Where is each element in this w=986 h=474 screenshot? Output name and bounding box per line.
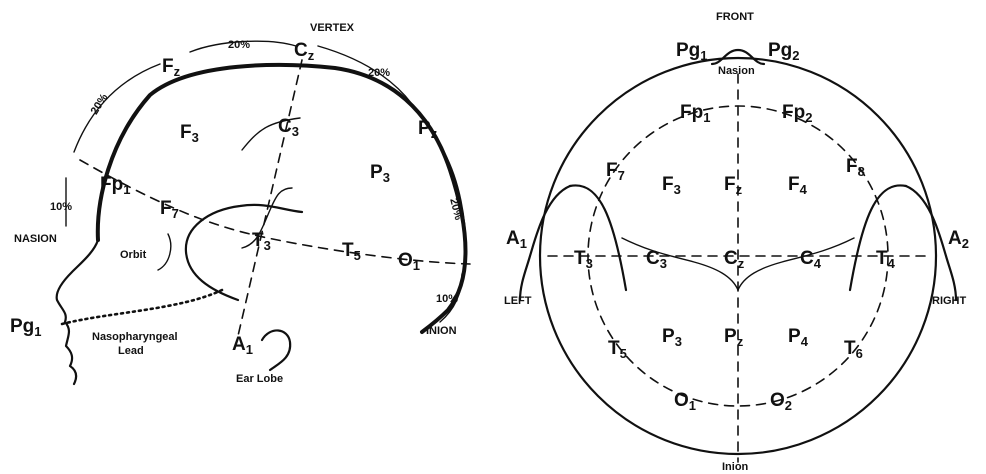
- electrode-cz-top: Cz: [724, 248, 745, 271]
- electrode-a1-side: A1: [232, 334, 253, 357]
- electrode-f7-top: F7: [606, 160, 625, 183]
- electrode-a2-top: A2: [948, 228, 969, 251]
- electrode-o2-top: O2: [770, 390, 792, 413]
- nasion-label-top: Nasion: [718, 65, 755, 77]
- lateral-dashed-line: [79, 159, 471, 265]
- electrode-f7-side: F7: [160, 198, 179, 221]
- ear-detail: [241, 117, 301, 249]
- electrode-cz-side: Cz: [294, 40, 315, 63]
- electrode-t5-top: T5: [608, 338, 627, 361]
- electrode-fz-side: Fz: [162, 56, 181, 79]
- left-label: LEFT: [504, 295, 532, 307]
- electrode-pg1-top: Pg1: [676, 40, 708, 63]
- nose-outline: [710, 48, 766, 66]
- central-curve-left: [621, 237, 739, 291]
- head-circle: [538, 56, 938, 456]
- vertex-label: VERTEX: [310, 22, 355, 34]
- left-ear: [518, 184, 572, 302]
- pct-o1-inion: 10%: [436, 293, 458, 305]
- head-profile-outline: [95, 62, 468, 334]
- ear-lobe-outline: [260, 329, 292, 372]
- pct-pz-o1: 20%: [447, 197, 464, 221]
- electrode-pz-side: Pz: [418, 118, 438, 141]
- nasopharyngeal-label-line-1: Nasopharyngeal: [92, 331, 178, 343]
- vertical-dashed-line: [237, 59, 303, 337]
- electrode-o1-top: O1: [674, 390, 696, 413]
- face-outline: [55, 238, 100, 386]
- electrode-c4-top: C4: [800, 248, 822, 271]
- left-ear-inner: [568, 184, 628, 292]
- arc-fz-cz: [189, 40, 297, 53]
- right-label: RIGHT: [932, 295, 967, 307]
- nasopharyngeal-label-line-2: Lead: [118, 345, 144, 357]
- arc-pz-o1: [443, 151, 467, 251]
- electrode-p4-top: P4: [788, 326, 809, 349]
- electrode-t3-side: T3: [252, 230, 271, 253]
- electrode-a1-top: A1: [506, 228, 527, 251]
- electrode-pz-top: Pz: [724, 326, 744, 349]
- electrode-f3-side: F3: [180, 122, 199, 145]
- electrode-fp1-side: Fp1: [100, 174, 130, 197]
- nasion-label: NASION: [14, 233, 57, 245]
- right-ear-inner: [848, 184, 908, 292]
- electrode-p3-side: P3: [370, 162, 390, 185]
- orbit-label: Orbit: [120, 249, 147, 261]
- electrode-t6-top: T6: [844, 338, 863, 361]
- electrode-t4-top: T4: [876, 248, 896, 271]
- central-curve-right: [737, 237, 855, 291]
- arc-o1-inion: [439, 273, 463, 323]
- pct-fp1-fz: 20%: [89, 92, 111, 117]
- front-label: FRONT: [716, 11, 754, 23]
- electrode-t5-side: T5: [342, 240, 361, 263]
- electrode-fp2-top: Fp2: [782, 102, 812, 125]
- ear-lobe-label: Ear Lobe: [236, 373, 283, 385]
- electrode-f8-top: F8: [846, 156, 865, 179]
- pct-nasion-fp1: 10%: [50, 201, 72, 213]
- electrode-c3-side: C3: [278, 116, 299, 139]
- electrode-pg1-side: Pg1: [10, 316, 42, 339]
- arc-fp1-fz: [73, 63, 161, 153]
- electrode-pg2-top: Pg2: [768, 40, 800, 63]
- top-view: FRONT Nasion LEFT RIGHT Inion Pg1 Pg2 Fp…: [504, 11, 969, 473]
- arc-cz-pz: [317, 45, 413, 105]
- electrode-c3-top: C3: [646, 248, 667, 271]
- inion-label-top: Inion: [722, 461, 749, 473]
- orbit-outline: [157, 233, 172, 271]
- electrode-p3-top: P3: [662, 326, 682, 349]
- inion-label: INION: [426, 325, 457, 337]
- electrode-o1-side: O1: [398, 250, 420, 273]
- pct-fz-cz: 20%: [228, 39, 250, 51]
- pct-cz-pz: 20%: [368, 67, 390, 79]
- electrode-f3-top: F3: [662, 174, 681, 197]
- electrode-t3-top: T3: [574, 248, 593, 271]
- right-ear: [904, 184, 958, 302]
- electrode-fp1-top: Fp1: [680, 102, 710, 125]
- side-view: VERTEX 20% 20% 20% 20% 10% 10% NASION IN…: [10, 22, 471, 386]
- nasopharyngeal-lead: [60, 288, 224, 326]
- electrode-fz-top: Fz: [724, 174, 743, 197]
- electrode-f4-top: F4: [788, 174, 808, 197]
